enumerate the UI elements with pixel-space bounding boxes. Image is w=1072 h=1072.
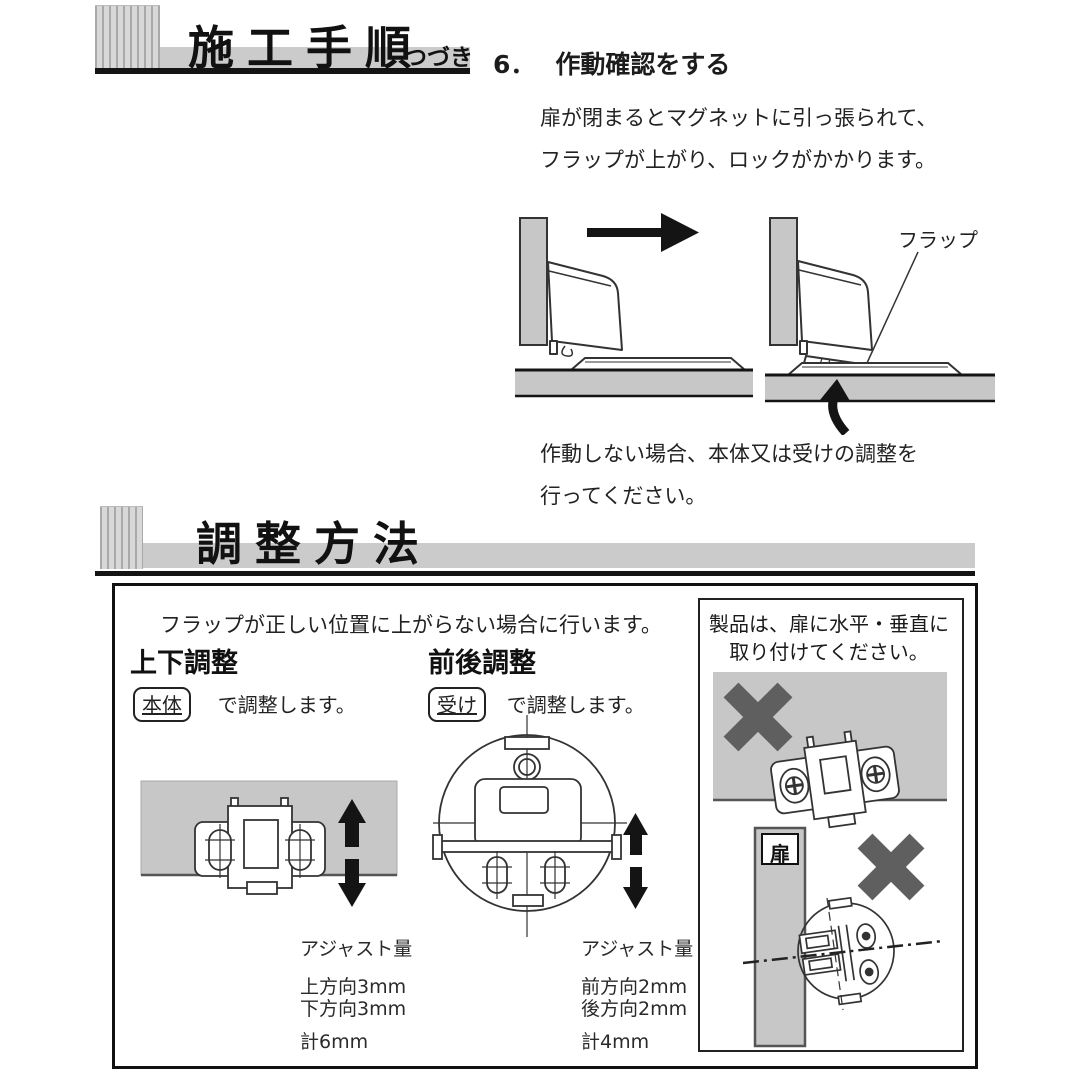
frontback-part-suffix: で調整します。	[506, 693, 645, 717]
door-label: 扉	[770, 842, 790, 866]
step6-note-line1: 作動しない場合、本体又は受けの調整を	[540, 442, 918, 466]
up-arrow-icon	[623, 813, 648, 855]
door-label-box	[761, 833, 799, 865]
door-edge	[769, 217, 798, 346]
screw-right	[860, 756, 891, 793]
frontback-diagram	[432, 715, 648, 937]
crooked-receiver-drawing	[797, 896, 895, 1006]
latch-body-drawing	[797, 260, 873, 355]
floor-bar	[515, 370, 753, 396]
latch-body-front-drawing	[194, 797, 326, 895]
step6-body-line2: フラップが上がり、ロックがかかります。	[540, 148, 937, 172]
frontback-amount-title: アジャスト量	[581, 938, 694, 960]
level-reference-line	[742, 939, 944, 965]
panel-caption-line2: 取り付けてください。	[729, 640, 929, 664]
latch-body-drawing	[547, 261, 623, 357]
panel-caption-line1: 製品は、扉に水平・垂直に	[709, 612, 949, 636]
down-arrow-icon	[338, 859, 366, 907]
right-arrow-icon	[587, 213, 699, 252]
updown-part-chip: 本体	[133, 687, 191, 722]
step6-title: 作動確認をする	[555, 50, 731, 79]
header-procedure-stripes	[95, 5, 160, 70]
step6-body-line1: 扉が閉まるとマグネットに引っ張られて、	[540, 106, 938, 130]
step6-number: 6．	[493, 50, 536, 79]
step6-note-line2: 行ってください。	[540, 484, 707, 508]
flap-leader-line	[866, 251, 919, 364]
frontback-title: 前後調整	[428, 648, 536, 679]
updown-amount-title: アジャスト量	[300, 938, 413, 960]
updown-diagram	[140, 780, 398, 907]
header-procedure-title: 施工手順	[188, 21, 424, 75]
crooked-latch-drawing	[770, 730, 900, 829]
receiver-top-view-drawing	[432, 734, 622, 912]
frontback-amount1: 前方向2mm	[581, 976, 688, 998]
updown-part-row: 本体 で調整します。	[133, 687, 356, 722]
figure-flap-locked	[765, 217, 995, 435]
header-adjust-band	[143, 543, 975, 568]
down-arrow-icon	[623, 867, 648, 909]
header-adjust-stripes	[100, 506, 143, 569]
figure-door-closing	[515, 213, 753, 398]
header-adjust-title: 調整方法	[196, 517, 432, 571]
panel-crooked-body-figure	[713, 672, 947, 829]
step6-heading: 6． 作動確認をする	[493, 45, 730, 81]
screw-top	[856, 923, 877, 949]
slot-left	[482, 851, 512, 899]
x-mark-icon	[723, 682, 793, 752]
updown-amount2: 下方向3mm	[300, 998, 407, 1020]
strike-plate-drawing	[568, 357, 748, 371]
strike-plate-drawing	[785, 362, 965, 376]
slot-right	[540, 851, 570, 899]
curved-up-arrow-icon	[820, 379, 850, 435]
frontback-part-row: 受け で調整します。	[428, 687, 645, 722]
frontback-part-chip: 受け	[428, 687, 486, 722]
header-adjust-underline	[95, 571, 975, 576]
slot-right	[285, 824, 315, 878]
header-procedure-band	[160, 47, 470, 69]
header-procedure-underline	[95, 68, 470, 74]
header-procedure-continued: つづき	[404, 45, 473, 71]
slot-left	[205, 824, 235, 878]
panel-crooked-receiver-figure	[742, 826, 944, 1048]
flap-label: フラップ	[898, 228, 978, 252]
screw-bottom	[859, 959, 880, 985]
frontback-total: 計4mm	[581, 1031, 650, 1053]
tilt-centerline	[826, 897, 844, 1011]
door-edge	[519, 217, 548, 346]
screw-left	[779, 767, 810, 804]
floor-bar	[765, 375, 995, 401]
adjust-intro: フラップが正しい位置に上がらない場合に行います。	[160, 613, 662, 637]
updown-part-suffix: で調整します。	[217, 693, 356, 717]
up-arrow-icon	[338, 799, 366, 847]
x-mark-icon	[857, 833, 925, 901]
updown-title: 上下調整	[130, 648, 238, 679]
frontback-amount2: 後方向2mm	[581, 998, 688, 1020]
updown-total: 計6mm	[300, 1031, 369, 1053]
updown-amount1: 上方向3mm	[300, 976, 407, 998]
